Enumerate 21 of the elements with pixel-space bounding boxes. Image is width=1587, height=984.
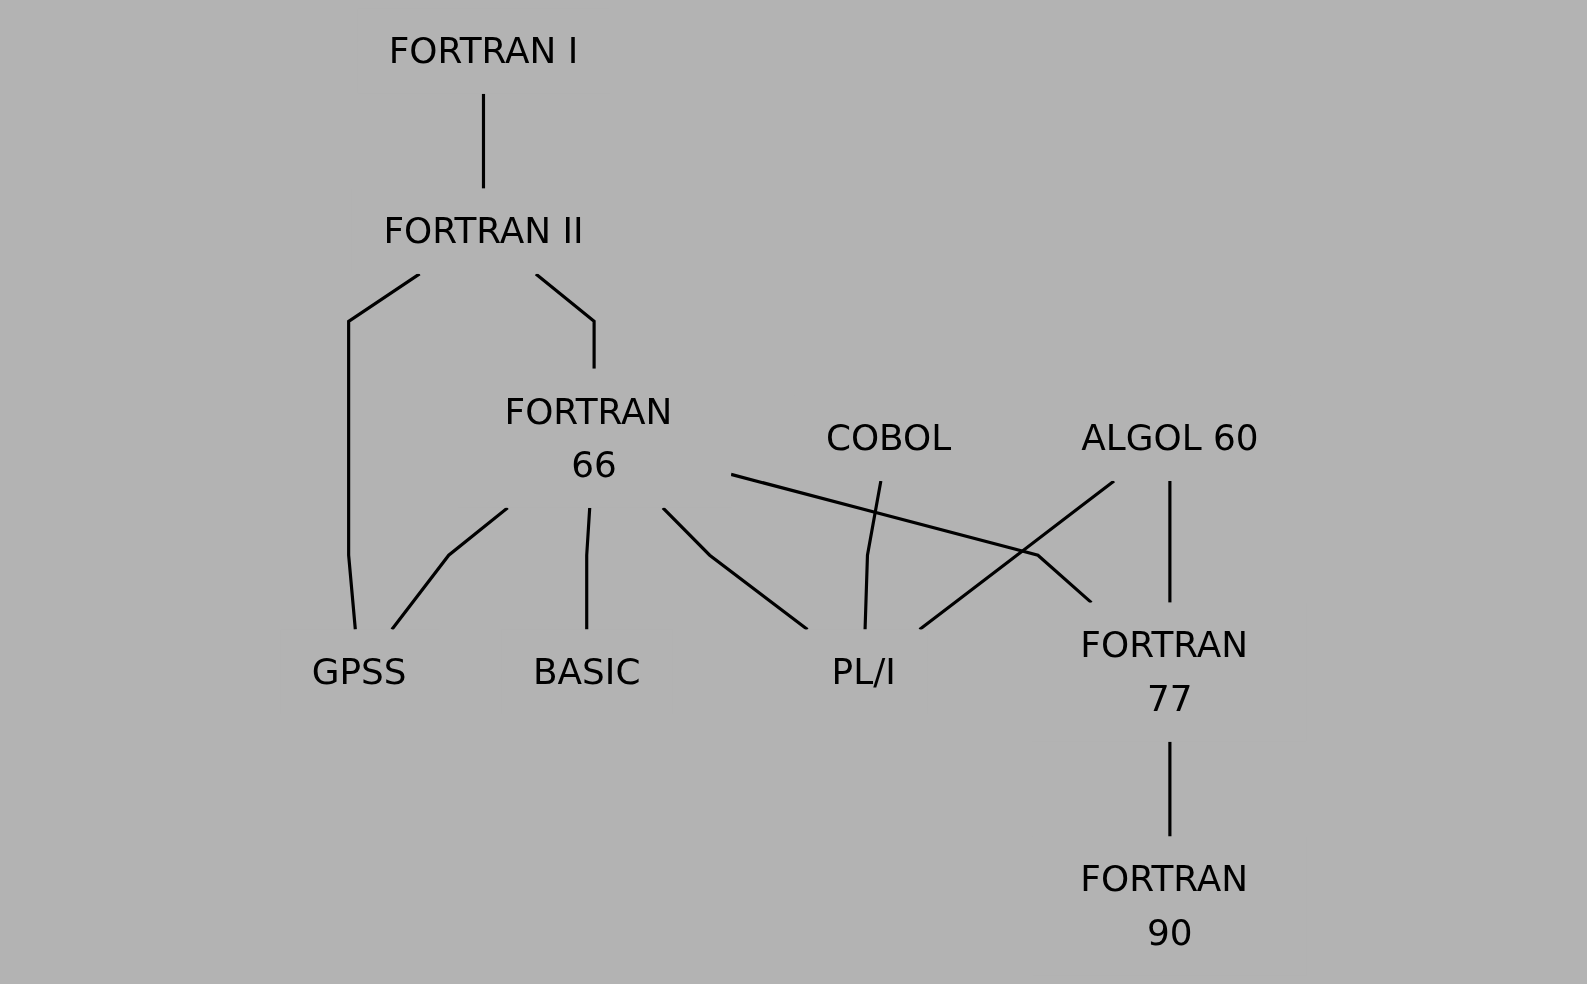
node-text: GPSS	[311, 650, 407, 693]
node-text: FORTRAN II	[383, 209, 584, 252]
connector	[481, 93, 486, 189]
node-text: FORTRAN 90	[1080, 857, 1249, 954]
node-text: PL/I	[831, 650, 896, 693]
node-text: ALGOL 60	[1081, 416, 1259, 459]
connector	[534, 272, 596, 369]
connector	[1168, 480, 1172, 603]
node-text: FORTRAN I	[388, 29, 579, 72]
node-text: FORTRAN 66	[504, 389, 673, 486]
node-text: COBOL	[825, 416, 952, 459]
node-text: FORTRAN 77	[1080, 623, 1249, 720]
connector	[347, 272, 421, 630]
connector	[863, 480, 883, 630]
connector	[918, 479, 1115, 631]
connector	[661, 506, 809, 631]
connector	[390, 506, 509, 631]
node-text: BASIC	[533, 650, 641, 693]
connector	[730, 472, 1093, 604]
connector	[1168, 741, 1172, 837]
connector	[585, 507, 592, 630]
